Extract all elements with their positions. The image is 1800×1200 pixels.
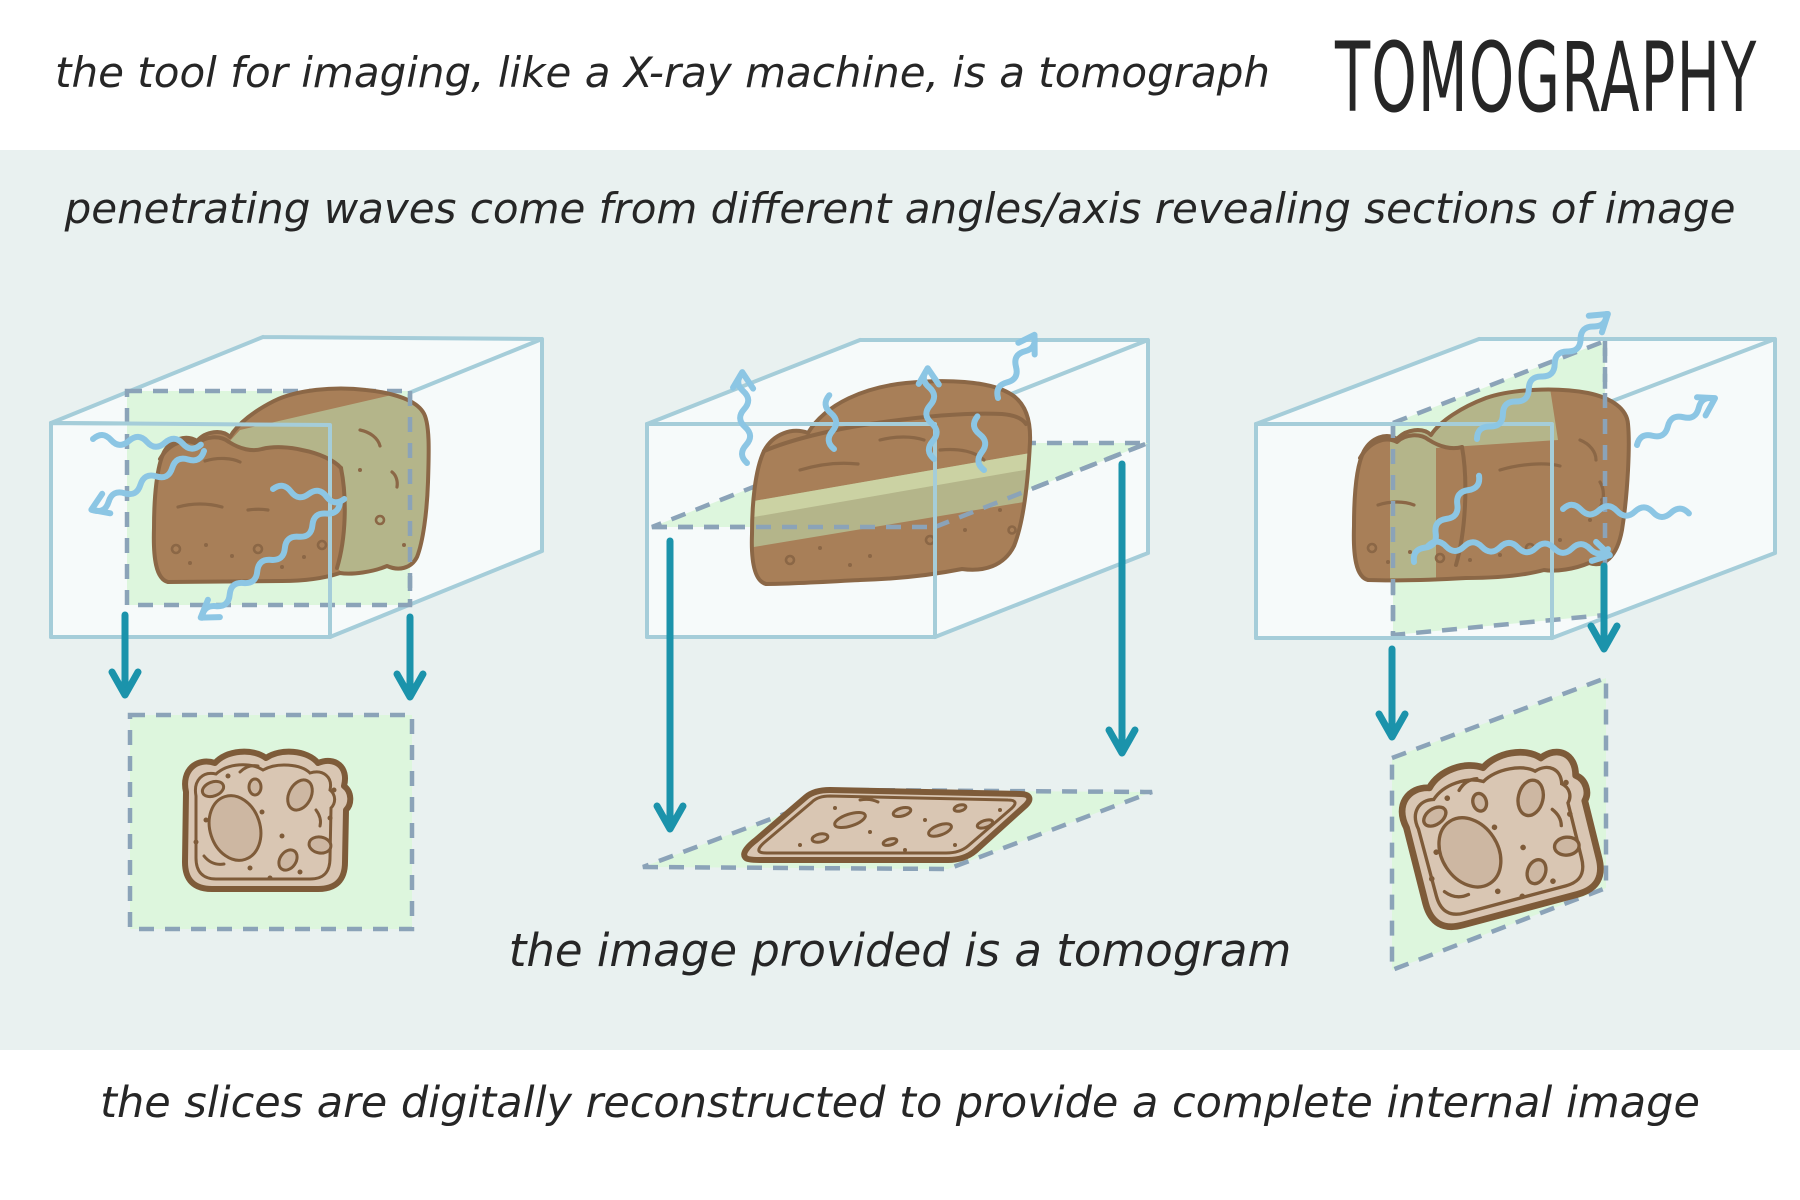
projection-arrows-icon [653, 460, 1139, 833]
panel-horizontal-slice [642, 331, 1153, 872]
xray-waves-icon [1410, 310, 1719, 565]
bread-loaf-icon [749, 379, 1033, 586]
scanner-box-front-edges [1254, 422, 1554, 640]
xray-waves-icon [730, 331, 1038, 473]
caption-tomogram: the image provided is a tomogram [508, 924, 1292, 977]
xray-waves-icon [88, 431, 348, 621]
bread-loaf-icon [151, 386, 431, 584]
bread-loaf-icon [1351, 387, 1631, 583]
projection-arrows-icon [1375, 562, 1621, 741]
panel-cross-slice [1254, 310, 1777, 974]
tomogram-plane-icon [127, 712, 415, 932]
slice-plane-front-edge [652, 440, 1149, 530]
bread-slice-icon [741, 787, 1033, 863]
caption-penetrating-waves: penetrating waves come from different an… [64, 184, 1736, 233]
projection-arrows-icon [108, 611, 427, 701]
caption-reconstruction: the slices are digitally reconstructed t… [100, 1078, 1700, 1128]
caption-tomograph: the tool for imaging, like a X-ray machi… [55, 48, 1271, 97]
slice-plane-front-edge [1390, 341, 1608, 635]
bread-slice-icon [182, 748, 354, 892]
panel-vertical-slice [49, 335, 544, 932]
scanner-box-front-edges [49, 421, 332, 639]
page-title: TOMOGRAPHY [1335, 22, 1758, 134]
